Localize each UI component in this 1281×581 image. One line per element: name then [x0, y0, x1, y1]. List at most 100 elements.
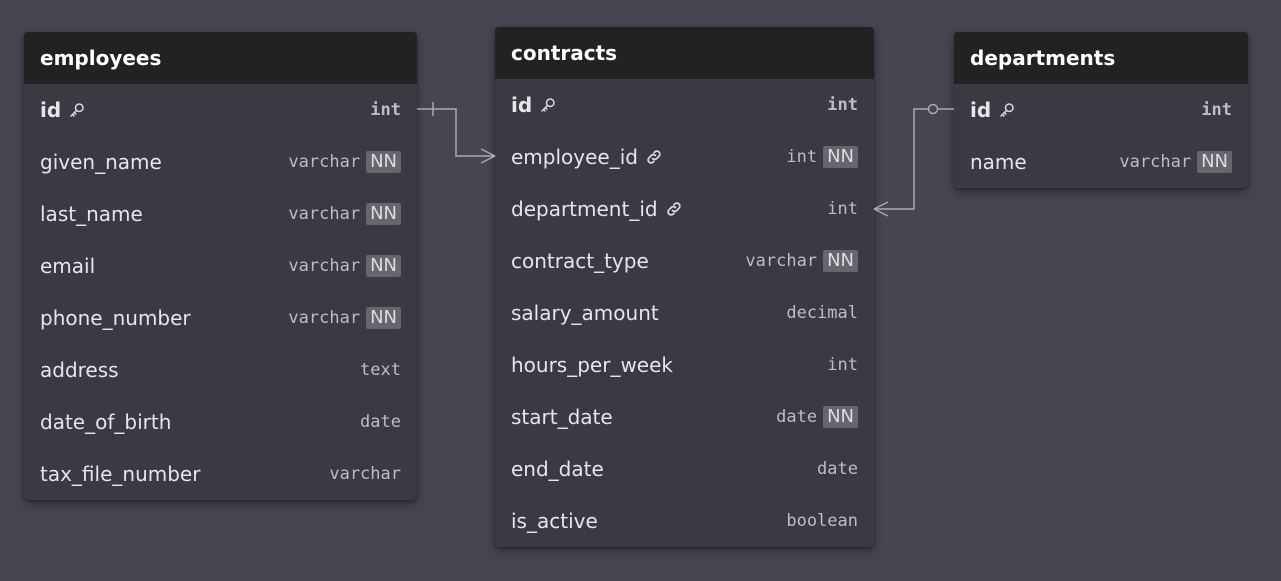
column-left: department_id	[511, 197, 684, 221]
not-null-badge: NN	[823, 406, 858, 428]
table-header-departments[interactable]: departments	[954, 32, 1248, 84]
column-right: text	[360, 360, 401, 380]
column-left: contract_type	[511, 249, 649, 273]
column-type: varchar	[745, 251, 818, 271]
column-right: varchar	[329, 464, 401, 484]
column-row-employees-tax-file-number[interactable]: tax_file_number varchar	[24, 448, 417, 500]
column-name: end_date	[511, 457, 604, 481]
column-row-contracts-id[interactable]: id int	[495, 79, 874, 131]
column-left: address	[40, 358, 119, 382]
relation-line	[874, 108, 954, 210]
table-header-contracts[interactable]: contracts	[495, 27, 874, 79]
column-left: start_date	[511, 405, 613, 429]
not-null-badge: NN	[366, 203, 401, 225]
column-row-contracts-salary-amount[interactable]: salary_amount decimal	[495, 287, 874, 339]
column-left: employee_id	[511, 145, 664, 169]
column-left: name	[970, 150, 1027, 174]
key-icon	[67, 100, 87, 120]
column-left: is_active	[511, 509, 598, 533]
column-type: varchar	[329, 464, 401, 484]
many-marker	[873, 201, 889, 217]
table-header-employees[interactable]: employees	[24, 32, 417, 84]
many-marker	[480, 148, 496, 164]
column-type: boolean	[786, 511, 858, 531]
column-right: decimal	[786, 303, 858, 323]
column-row-contracts-department-id[interactable]: department_id int	[495, 183, 874, 235]
column-type: int	[827, 95, 858, 115]
column-row-contracts-hours-per-week[interactable]: hours_per_week int	[495, 339, 874, 391]
link-icon	[664, 199, 684, 219]
column-left: last_name	[40, 202, 143, 226]
column-left: id	[970, 98, 1017, 122]
not-null-badge: NN	[366, 255, 401, 277]
column-name: hours_per_week	[511, 353, 674, 377]
column-left: tax_file_number	[40, 462, 200, 486]
column-row-departments-id[interactable]: id int	[954, 84, 1248, 136]
column-row-employees-date-of-birth[interactable]: date_of_birth date	[24, 396, 417, 448]
column-row-contracts-end-date[interactable]: end_date date	[495, 443, 874, 495]
column-type: date	[817, 459, 858, 479]
zero-marker	[927, 103, 939, 115]
column-type: int	[827, 355, 858, 375]
table-title: departments	[970, 46, 1116, 70]
column-type: text	[360, 360, 401, 380]
column-type: date	[776, 407, 818, 427]
column-name: date_of_birth	[40, 410, 172, 434]
column-row-employees-address[interactable]: address text	[24, 344, 417, 396]
column-row-contracts-is-active[interactable]: is_active boolean	[495, 495, 874, 547]
column-right: date	[817, 459, 858, 479]
table-title: employees	[40, 46, 162, 70]
column-left: date_of_birth	[40, 410, 171, 434]
column-name: id	[511, 93, 533, 117]
column-left: email	[40, 254, 95, 278]
not-null-badge: NN	[823, 146, 858, 168]
column-left: given_name	[40, 150, 162, 174]
column-name: start_date	[511, 405, 613, 429]
column-name: department_id	[511, 197, 658, 221]
relation-line	[417, 108, 495, 157]
column-type: int	[827, 199, 858, 219]
relation-contracts-employees[interactable]	[417, 102, 496, 164]
column-name: id	[40, 98, 62, 122]
column-type: varchar	[1119, 152, 1192, 172]
column-left: salary_amount	[511, 301, 659, 325]
table-title: contracts	[511, 41, 618, 65]
column-name: is_active	[511, 509, 598, 533]
column-type: varchar	[288, 204, 361, 224]
not-null-badge: NN	[823, 250, 858, 272]
column-right: int	[827, 95, 858, 115]
column-name: phone_number	[40, 306, 191, 330]
column-left: id	[511, 93, 558, 117]
column-right: int	[370, 100, 401, 120]
column-left: hours_per_week	[511, 353, 673, 377]
column-name: address	[40, 358, 119, 382]
not-null-badge: NN	[366, 307, 401, 329]
relation-contracts-departments[interactable]	[873, 103, 954, 217]
column-row-employees-id[interactable]: id int	[24, 84, 417, 136]
column-name: last_name	[40, 202, 143, 226]
column-type: varchar	[288, 308, 361, 328]
column-left: phone_number	[40, 306, 191, 330]
column-name: given_name	[40, 150, 162, 174]
column-type: int	[1201, 100, 1232, 120]
column-name: id	[970, 98, 992, 122]
column-name: contract_type	[511, 249, 649, 273]
column-type: date	[360, 412, 401, 432]
